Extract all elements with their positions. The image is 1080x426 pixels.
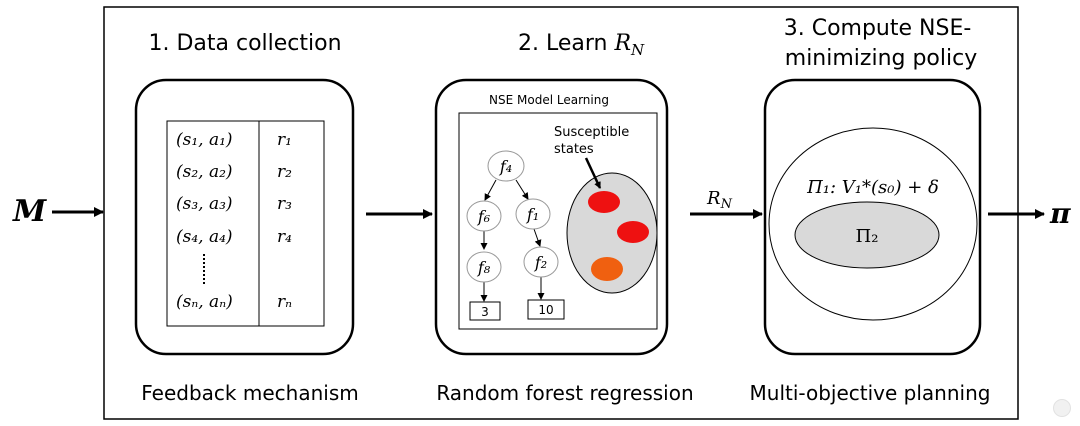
edge-label-sub: N — [720, 197, 733, 212]
leaf-value-right: 10 — [538, 303, 553, 317]
stage3-footer: Multi-objective planning — [750, 381, 991, 405]
susceptible-state-blob — [617, 221, 649, 243]
leaf-value-left: 3 — [481, 305, 489, 319]
table-row-reward: r₂ — [277, 162, 292, 182]
stage2-inner-title: NSE Model Learning — [489, 93, 609, 107]
tree-edge — [533, 228, 542, 247]
tree-node-f1-label: f₁ — [526, 205, 539, 224]
stage2-title-var: R — [613, 31, 631, 56]
stage2-title: 2. Learn RN — [518, 31, 645, 59]
susceptible-state-blob — [591, 257, 623, 281]
table-row-reward: r₁ — [277, 130, 292, 150]
table-row-pair: (s₁, a₁) — [176, 130, 233, 150]
susceptible-label-line2: states — [554, 142, 594, 157]
table-row-reward: rₙ — [277, 292, 292, 312]
table-row-pair: (s₃, a₃) — [176, 194, 233, 214]
edge-label-var: R — [706, 188, 721, 209]
stage3-title-line1: 3. Compute NSE- — [784, 16, 972, 41]
leaf-box-right — [527, 299, 565, 320]
stage1-footer: Feedback mechanism — [141, 381, 358, 405]
stage1-title: 1. Data collection — [148, 31, 341, 56]
table-row-pair: (s₂, a₂) — [176, 162, 233, 182]
tree-node-f6 — [466, 200, 502, 232]
output-pi-label: π — [1049, 197, 1071, 230]
table-row-pair: (sₙ, aₙ) — [176, 292, 233, 312]
policy-set-pi1-label: Π₁: V₁*(s₀) + δ — [806, 177, 939, 198]
tree-node-f2 — [523, 246, 559, 278]
tree-node-f8-label: f₈ — [477, 258, 491, 277]
susceptible-label-line1: Susceptible — [554, 125, 629, 140]
policy-set-pi2 — [794, 201, 940, 269]
stage2-title-text: 2. Learn — [518, 31, 614, 56]
table-row-reward: r₄ — [277, 227, 292, 247]
data-table — [166, 120, 325, 327]
susceptible-state-blob — [588, 191, 620, 213]
tree-node-f6-label: f₆ — [477, 207, 491, 226]
table-row-reward: r₃ — [277, 194, 292, 214]
susceptible-label: Susceptible states — [554, 125, 633, 157]
corner-handle-icon — [1053, 399, 1071, 417]
stage2-title-sub: N — [630, 41, 645, 59]
tree-node-f8 — [466, 251, 502, 283]
tree-node-f4 — [487, 150, 525, 182]
tree-edge — [484, 179, 497, 201]
tree-edge — [515, 179, 529, 200]
susceptible-pointer-arrow — [584, 157, 602, 189]
tree-node-f1 — [515, 198, 551, 230]
stage3-title-line2: minimizing policy — [785, 46, 977, 71]
stage2-footer: Random forest regression — [436, 381, 693, 405]
tree-node-f4-label: f₄ — [499, 157, 512, 176]
edge-label-rn: RN — [706, 188, 733, 212]
policy-set-pi2-label: Π₂ — [856, 226, 879, 247]
input-m-label: M — [12, 194, 47, 229]
stage3-title: 3. Compute NSE- minimizing policy — [784, 16, 979, 71]
leaf-box-left — [469, 301, 501, 321]
table-row-pair: (s₄, a₄) — [176, 227, 233, 247]
tree-node-f2-label: f₂ — [534, 253, 547, 272]
